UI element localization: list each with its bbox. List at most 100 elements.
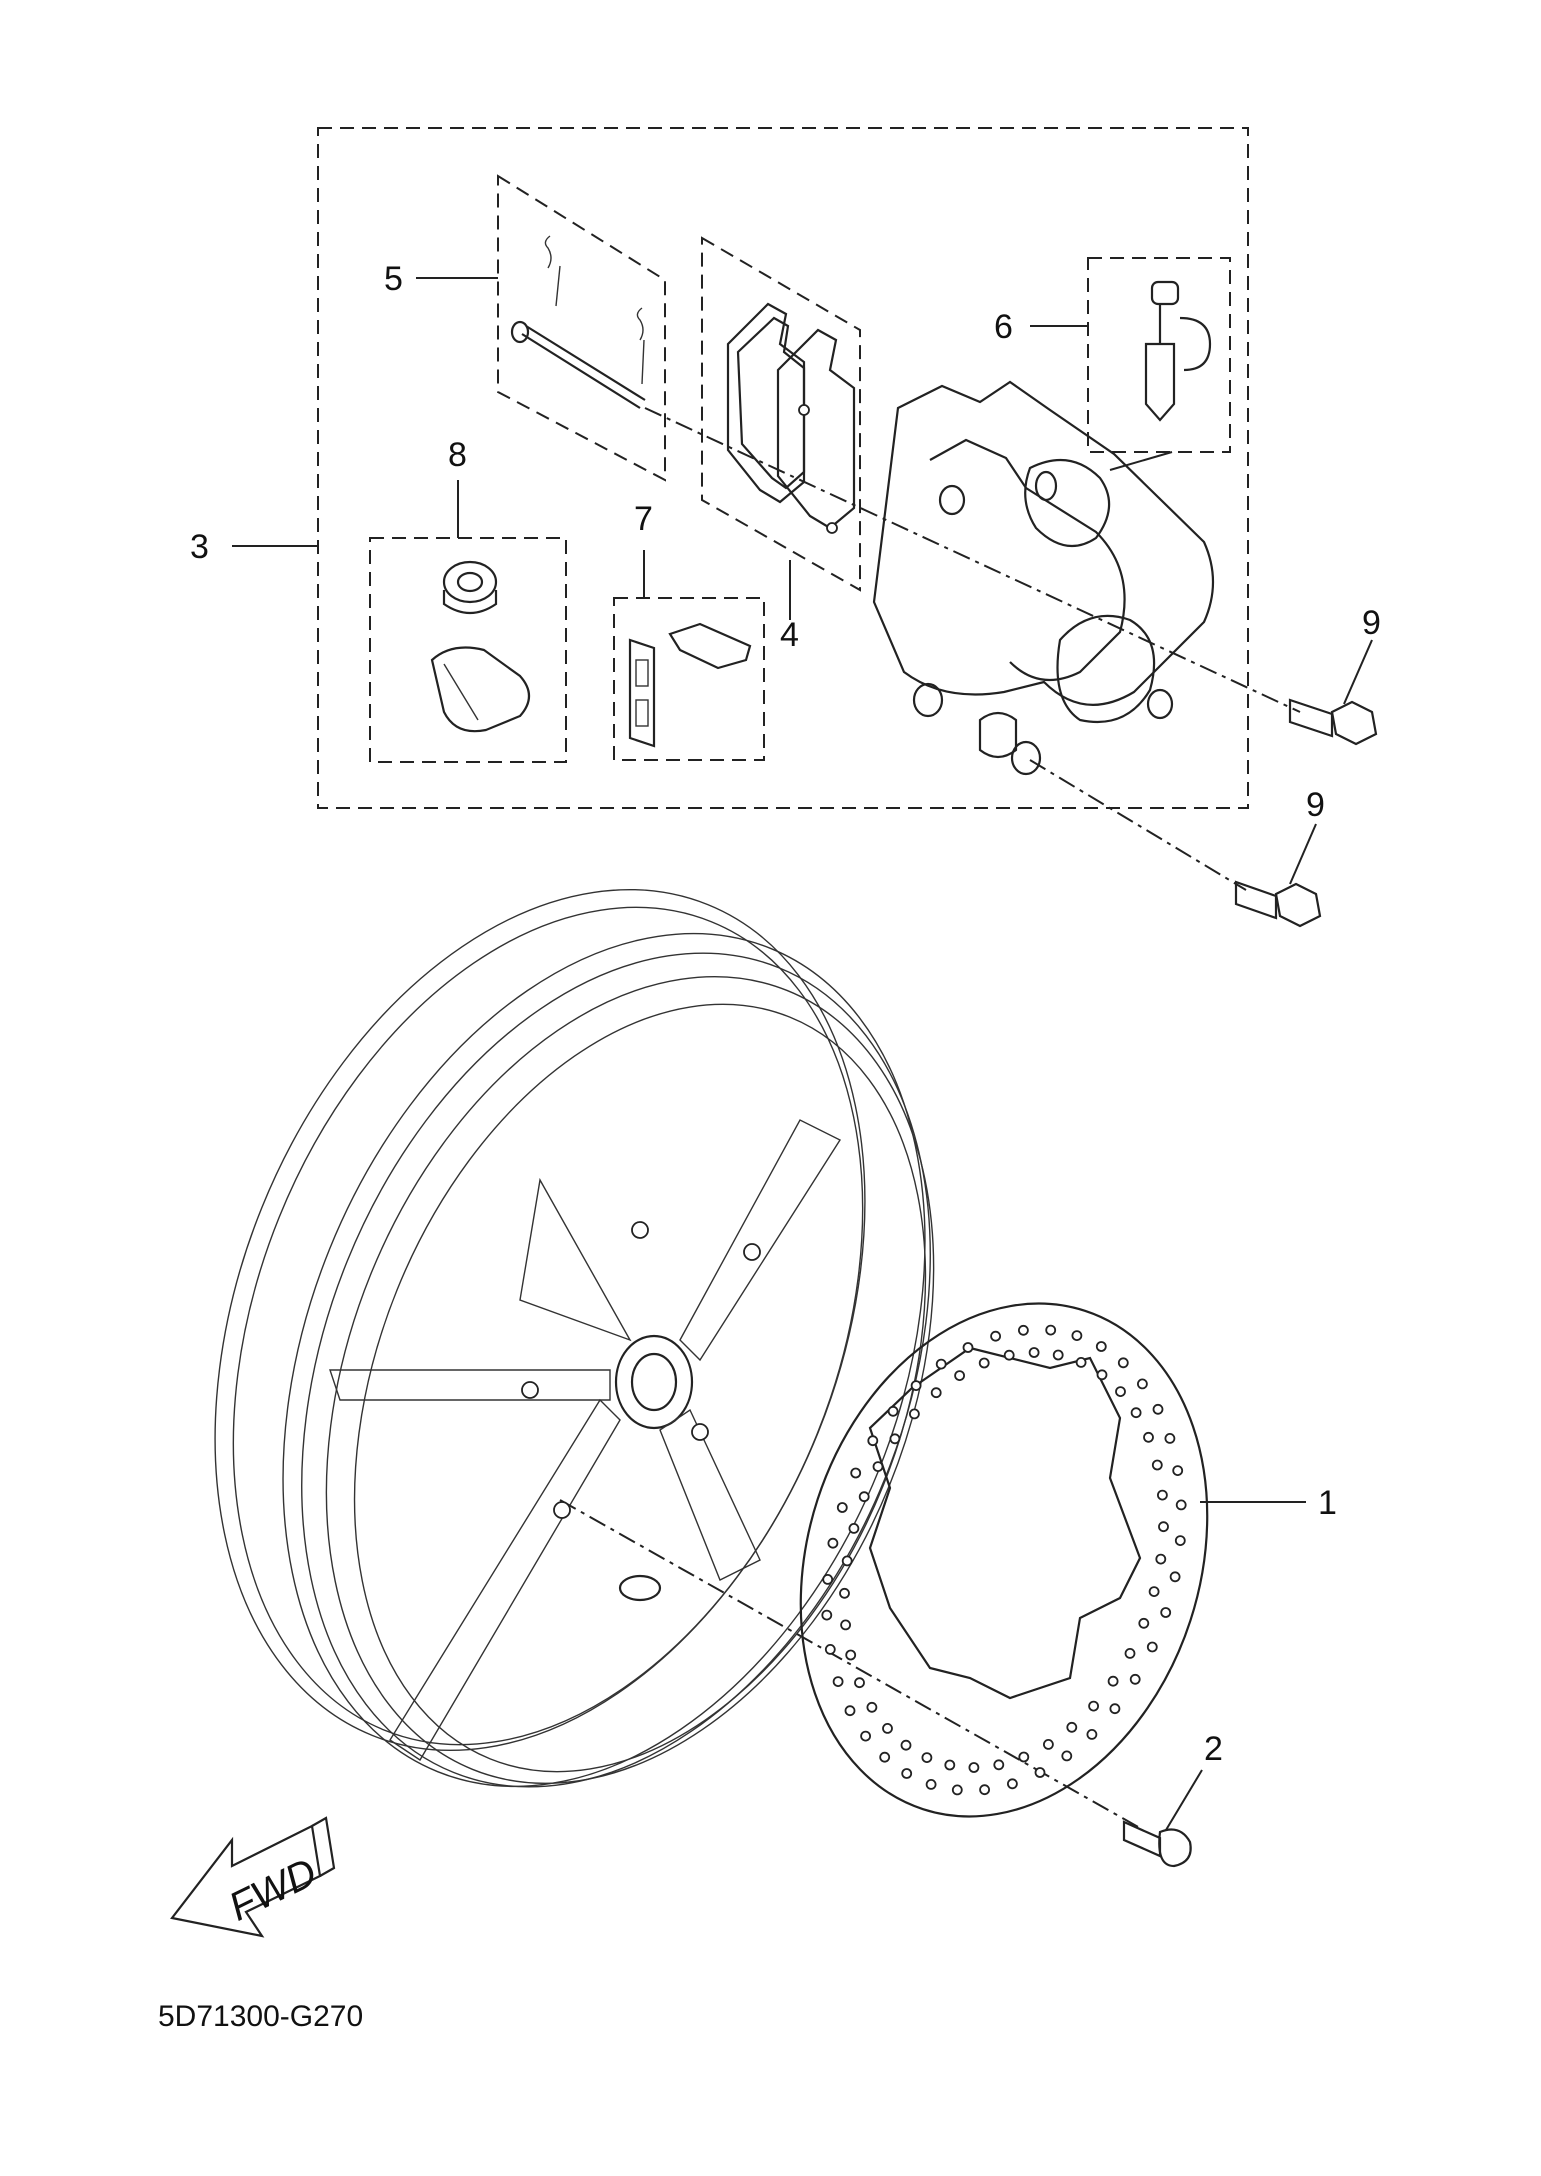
- disc-vent-hole: [1018, 1324, 1029, 1336]
- bleed-screw-box: [1087, 257, 1231, 453]
- disc-vent-hole: [866, 1701, 878, 1713]
- disc-vent-hole: [879, 1751, 891, 1763]
- callout-3: 3: [190, 528, 209, 566]
- disc-vent-hole: [1095, 1341, 1107, 1352]
- disc-vent-hole: [909, 1408, 920, 1420]
- caliper-bolt-upper: [1288, 698, 1378, 746]
- callout-6: 6: [994, 308, 1013, 346]
- disc-vent-hole: [1066, 1721, 1078, 1733]
- disc-vent-hole: [827, 1537, 839, 1549]
- brake-disc: [799, 1302, 1209, 1818]
- callout-5: 5: [384, 260, 403, 298]
- disc-vent-hole: [962, 1342, 974, 1353]
- disc-vent-hole: [1146, 1641, 1158, 1653]
- callout-9-lower: 9: [1306, 786, 1325, 824]
- disc-vent-hole: [900, 1739, 912, 1751]
- callout-8: 8: [448, 436, 467, 474]
- disc-vent-hole: [1107, 1675, 1119, 1687]
- disc-vent-hole: [1164, 1433, 1176, 1444]
- disc-vent-hole: [1045, 1324, 1057, 1336]
- axis-line-lower: [1029, 759, 1247, 891]
- disc-vent-hole: [1034, 1767, 1046, 1778]
- disc-vent-hole: [993, 1759, 1005, 1771]
- disc-vent-hole: [978, 1357, 990, 1369]
- disc-vent-hole: [1028, 1347, 1040, 1358]
- disc-vent-hole: [1018, 1751, 1030, 1763]
- disc-vent-hole: [1096, 1369, 1108, 1381]
- disc-vent-hole: [910, 1380, 922, 1391]
- callout-4: 4: [780, 616, 799, 654]
- disc-vent-hole: [1151, 1459, 1163, 1471]
- front-wheel: [214, 888, 935, 1788]
- disc-vent-hole: [844, 1705, 856, 1717]
- leader-9a: [1343, 639, 1373, 705]
- disc-vent-hole: [845, 1649, 857, 1661]
- disc-vent-hole: [1075, 1357, 1087, 1368]
- disc-vent-hole: [839, 1587, 850, 1599]
- disc-vent-hole: [887, 1405, 899, 1417]
- disc-vent-hole: [951, 1784, 963, 1796]
- disc-vent-hole: [822, 1574, 834, 1585]
- disc-vent-hole: [889, 1433, 901, 1445]
- disc-vent-hole: [1088, 1700, 1099, 1712]
- disc-vent-hole: [1109, 1703, 1121, 1715]
- disc-vent-hole: [954, 1370, 965, 1381]
- pad-spring-box: [613, 597, 765, 761]
- callout-2: 2: [1204, 1730, 1223, 1768]
- disc-vent-hole: [841, 1555, 853, 1567]
- caliper-assembly-box: [317, 127, 1249, 809]
- disc-vent-hole: [1115, 1386, 1126, 1397]
- disc-vent-hole: [1086, 1729, 1098, 1740]
- disc-vent-hole: [935, 1358, 947, 1370]
- disc-vent-hole: [1052, 1349, 1064, 1361]
- disc-vent-hole: [1155, 1553, 1167, 1565]
- disc-vent-hole: [858, 1491, 870, 1503]
- bleed-screw: [1109, 280, 1212, 471]
- disc-vent-hole: [1130, 1407, 1142, 1419]
- disc-vent-hole: [930, 1387, 942, 1399]
- disc-vent-hole: [824, 1644, 836, 1655]
- disc-vent-hole: [921, 1752, 933, 1763]
- disc-bolt: [1122, 1820, 1192, 1868]
- disc-vent-hole: [979, 1784, 990, 1796]
- disc-vent-holes: [821, 1324, 1187, 1796]
- disc-vent-hole: [1124, 1648, 1136, 1659]
- disc-vent-hole: [821, 1609, 833, 1621]
- disc-vent-hole: [968, 1762, 980, 1773]
- disc-vent-hole: [1003, 1349, 1015, 1361]
- brake-caliper: [872, 380, 1215, 776]
- pad-pin: [510, 235, 646, 409]
- disc-vent-hole: [854, 1677, 865, 1689]
- disc-vent-hole: [1117, 1357, 1129, 1369]
- callout-7: 7: [634, 500, 653, 538]
- caliper-bolt-lower: [1234, 880, 1322, 928]
- disc-vent-hole: [1158, 1521, 1169, 1533]
- disc-vent-hole: [925, 1779, 937, 1790]
- rubber-boot-box: [369, 537, 567, 763]
- disc-vent-hole: [1043, 1739, 1054, 1750]
- disc-vent-hole: [1160, 1607, 1172, 1618]
- rubber-boot: [430, 560, 531, 733]
- disc-vent-hole: [901, 1768, 913, 1779]
- disc-vent-hole: [882, 1723, 893, 1734]
- disc-vent-hole: [1137, 1378, 1148, 1390]
- disc-vent-hole: [1175, 1499, 1187, 1511]
- disc-vent-hole: [1071, 1330, 1083, 1341]
- disc-vent-hole: [1172, 1465, 1184, 1476]
- disc-vent-hole: [848, 1523, 860, 1534]
- disc-vent-hole: [1007, 1778, 1018, 1790]
- forward-direction-arrow: FWD: [170, 1816, 336, 1938]
- disc-vent-hole: [832, 1676, 844, 1687]
- disc-vent-hole: [990, 1330, 1001, 1342]
- brake-pad-kit-box: [701, 236, 861, 592]
- disc-vent-hole: [1148, 1586, 1160, 1597]
- disc-vent-hole: [872, 1461, 884, 1472]
- axis-line-upper: [644, 407, 1301, 713]
- disc-vent-hole: [836, 1502, 848, 1513]
- callout-9-upper: 9: [1362, 604, 1381, 642]
- disc-vent-hole: [1157, 1489, 1168, 1501]
- disc-vent-hole: [1061, 1750, 1073, 1762]
- disc-vent-hole: [840, 1619, 851, 1631]
